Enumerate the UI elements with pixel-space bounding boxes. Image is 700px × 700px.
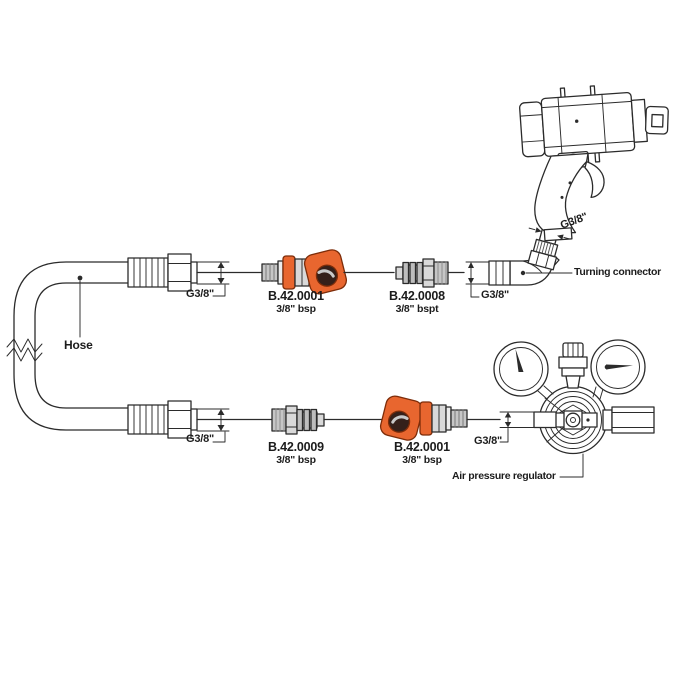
turning-connector-label: Turning connector bbox=[574, 266, 661, 278]
part-thread-top-plug: 3/8" bspt bbox=[395, 303, 439, 315]
impact-wrench-drawing bbox=[519, 85, 669, 242]
part-thread-bottom-plug: 3/8" bsp bbox=[276, 454, 316, 466]
thread-size-label-bottom-hose: G3/8" bbox=[186, 433, 215, 445]
part-thread-bottom-coupling: 3/8" bsp bbox=[402, 454, 442, 466]
dimension-turning-connector bbox=[465, 261, 490, 298]
part-code-bottom-coupling: B.42.0001 bbox=[394, 440, 450, 454]
quick-coupling-top-drawing bbox=[261, 249, 348, 295]
part-thread-top-coupling: 3/8" bsp bbox=[276, 303, 316, 315]
hose-label: Hose bbox=[64, 338, 93, 352]
thread-size-label-top-hose: G3/8" bbox=[186, 288, 215, 300]
thread-size-label-turning-connector: G3/8" bbox=[481, 289, 510, 301]
plug-bottom-drawing bbox=[271, 405, 325, 435]
part-code-bottom-plug: B.42.0009 bbox=[268, 440, 324, 454]
dimension-regulator-inlet bbox=[499, 411, 535, 443]
air-pressure-regulator-label: Air pressure regulator bbox=[452, 470, 556, 482]
hose-end-fitting-top-drawing bbox=[127, 253, 198, 292]
quick-coupling-bottom-drawing bbox=[379, 395, 468, 441]
pressure-regulator-drawing bbox=[493, 339, 655, 478]
dimension-bottom-hose bbox=[196, 408, 230, 443]
dimension-tool-inlet bbox=[528, 227, 571, 240]
plug-top-drawing bbox=[395, 258, 449, 288]
hose-end-fitting-bottom-drawing bbox=[127, 400, 198, 439]
part-code-top-plug: B.42.0008 bbox=[389, 289, 445, 303]
thread-size-label-regulator: G3/8" bbox=[474, 435, 503, 447]
hose-drawing bbox=[6, 261, 129, 431]
part-code-top-coupling: B.42.0001 bbox=[268, 289, 324, 303]
